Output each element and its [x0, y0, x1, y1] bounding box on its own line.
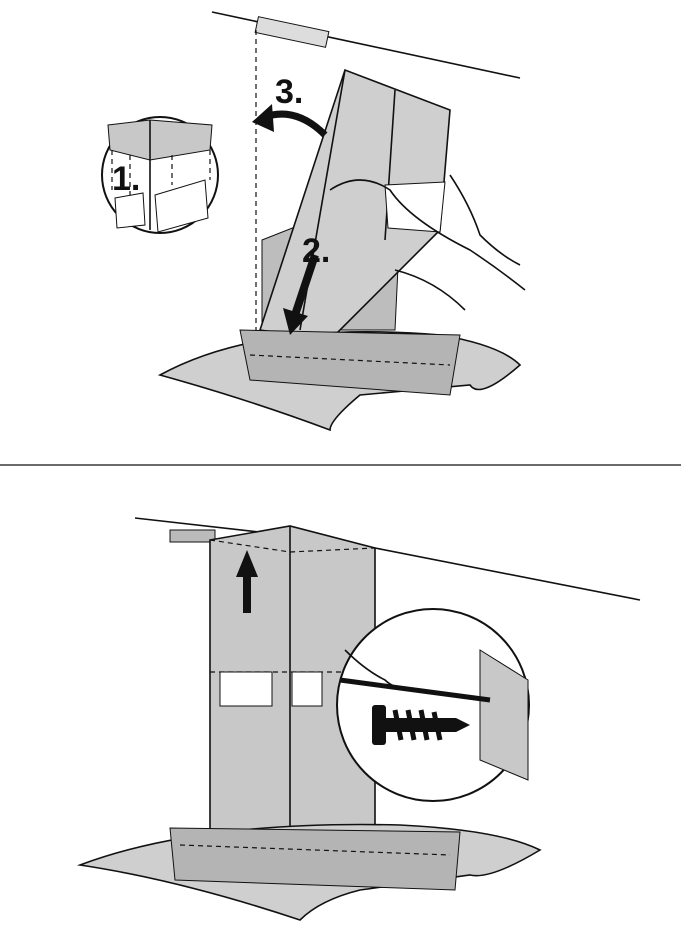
detail-circle-screw	[336, 608, 530, 802]
arrow-2	[291, 253, 319, 317]
wall-bracket	[254, 16, 330, 48]
hands	[329, 179, 526, 291]
bottom-panel-chimney-fixing	[76, 517, 641, 921]
step-2-label: 2.	[302, 232, 330, 270]
step-1-label: 1.	[112, 160, 140, 198]
hood-body	[239, 329, 461, 396]
protective-tape-left	[219, 671, 273, 707]
wall-plug	[169, 529, 216, 543]
hood-body	[169, 827, 461, 891]
detail-circle-step-1: 1.	[101, 116, 219, 234]
protective-tape-right	[291, 671, 323, 707]
step-3-label: 3.	[275, 73, 303, 111]
screw-icon	[372, 705, 470, 745]
arrow-up	[243, 575, 251, 613]
top-panel-chimney-fitting: 3. 2. 1.	[101, 11, 526, 432]
protective-tape	[384, 181, 446, 233]
